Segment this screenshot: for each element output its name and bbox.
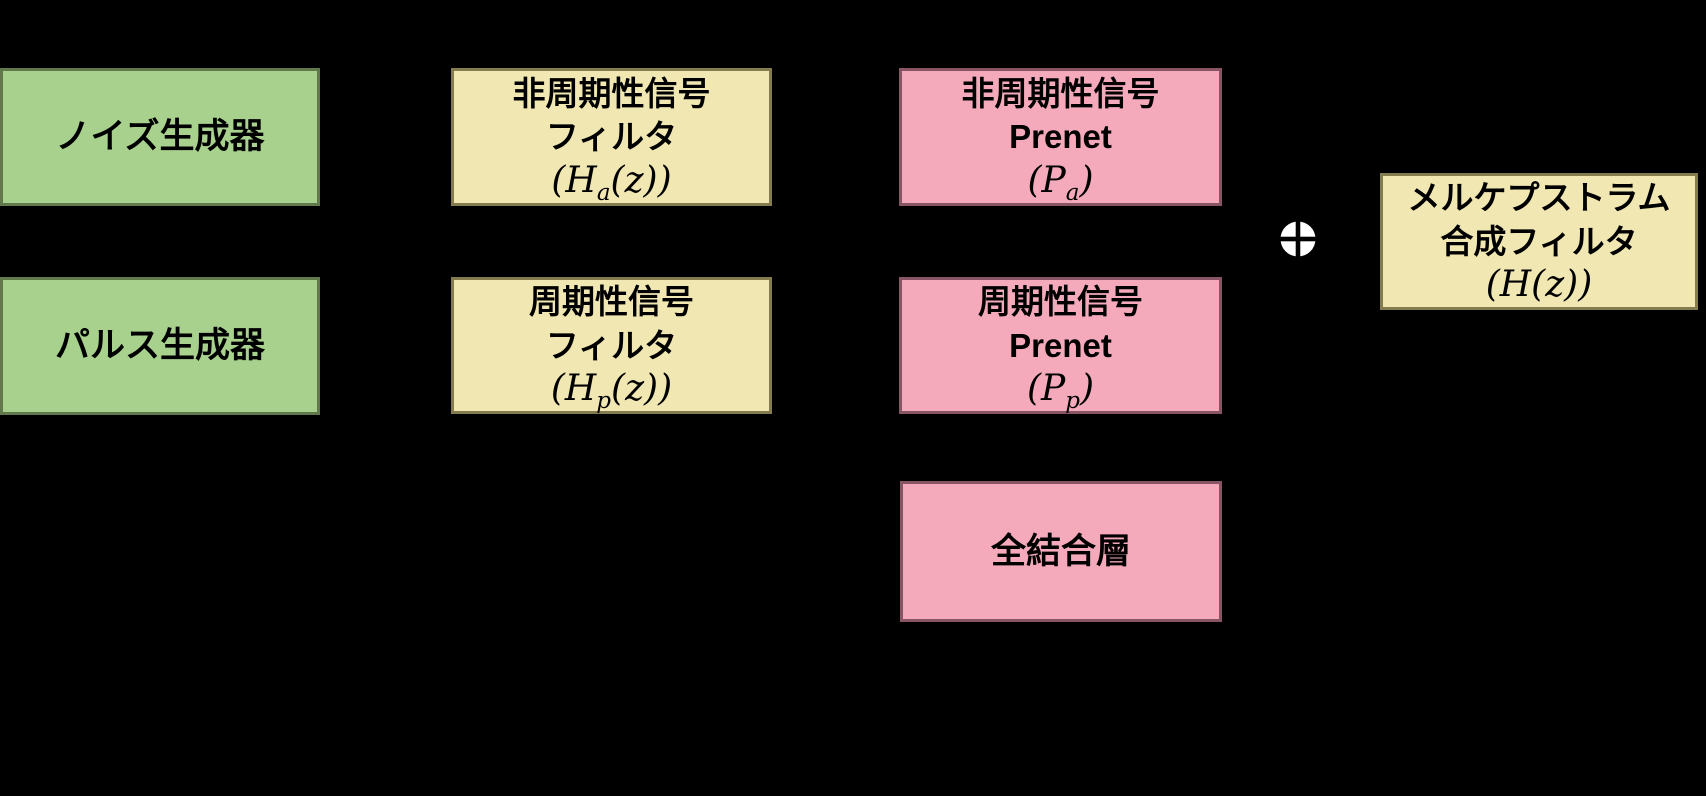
node-periodic-signal-prenet: 周期性信号 Prenet (Pp) [899, 277, 1222, 414]
node-line1: 非周期性信号 [512, 74, 711, 112]
node-formula: (Ha(z)) [551, 159, 672, 205]
node-formula: (Pa) [1027, 159, 1094, 205]
node-pulse-generator: パルス生成器 [0, 277, 320, 415]
formula-pre: (P [1027, 159, 1066, 201]
node-aperiodic-signal-filter: 非周期性信号 フィルタ (Ha(z)) [451, 68, 772, 206]
adder [1280, 221, 1316, 257]
node-aperiodic-signal-prenet: 非周期性信号 Prenet (Pa) [899, 68, 1222, 206]
node-formula: (Hp(z)) [550, 367, 673, 413]
node-line1: メルケプストラム [1407, 179, 1671, 217]
formula-pre: (H [1485, 264, 1532, 306]
formula-pre: (H [550, 368, 597, 410]
node-periodic-signal-filter: 周期性信号 フィルタ (Hp(z)) [451, 277, 772, 414]
node-line2: 合成フィルタ [1440, 222, 1638, 260]
node-line2: フィルタ [545, 326, 678, 364]
node-line1: 周期性信号 [978, 283, 1143, 321]
formula-sub: p [1065, 388, 1080, 415]
formula-pre: (H [551, 159, 597, 201]
node-melcepstrum-synthesis-filter: メルケプストラム 合成フィルタ (H(z)) [1380, 173, 1698, 310]
node-line1: 周期性信号 [529, 283, 694, 321]
formula-sub: a [1065, 180, 1080, 206]
node-line2: Prenet [1009, 118, 1112, 156]
node-label: ノイズ生成器 [55, 117, 265, 157]
formula-post: (z)) [611, 368, 673, 410]
formula-sub: a [596, 180, 611, 206]
formula-post: ) [1079, 368, 1095, 410]
node-fully-connected-layer: 全結合層 [900, 481, 1222, 622]
formula-post: ) [1079, 159, 1094, 201]
node-formula: (Pp) [1026, 367, 1095, 413]
circled-plus-icon [1280, 221, 1316, 257]
formula-post: (z)) [610, 159, 672, 201]
node-formula: (H(z)) [1486, 263, 1593, 306]
formula-sub: p [596, 388, 612, 415]
node-noise-generator: ノイズ生成器 [0, 68, 320, 206]
node-label: 全結合層 [990, 531, 1131, 571]
node-line2: フィルタ [545, 118, 678, 156]
formula-post: (z)) [1531, 264, 1593, 306]
node-line1: 非周期性信号 [961, 74, 1160, 112]
node-label: パルス生成器 [54, 326, 265, 366]
node-line2: Prenet [1009, 326, 1112, 364]
formula-pre: (P [1026, 368, 1066, 410]
